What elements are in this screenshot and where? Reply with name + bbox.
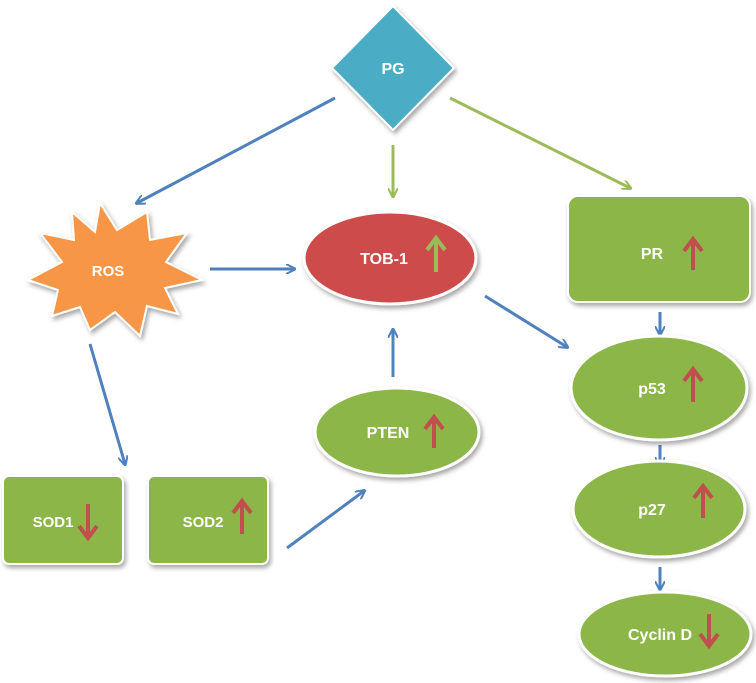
down-arrow-icon xyxy=(77,504,99,542)
up-arrow-icon xyxy=(423,413,445,448)
node-tob1-label: TOB-1 xyxy=(360,251,408,268)
node-pten: PTEN xyxy=(313,386,481,478)
up-arrow-icon xyxy=(425,234,447,272)
node-ros: ROS xyxy=(25,200,205,338)
node-pten-label: PTEN xyxy=(367,425,410,442)
up-arrow-icon xyxy=(231,497,253,534)
edges xyxy=(88,96,660,589)
edge-sod2-pten xyxy=(286,491,364,550)
node-cyclin-d: Cyclin D xyxy=(577,590,753,678)
edge-ros-sod1 xyxy=(88,343,125,464)
node-ros-label: ROS xyxy=(92,263,125,280)
up-arrow-icon xyxy=(692,482,714,518)
node-cyclin-d-label: Cyclin D xyxy=(628,627,692,644)
up-arrow-icon xyxy=(682,235,704,270)
node-sod1-label: SOD1 xyxy=(33,514,74,531)
node-sod2: SOD2 xyxy=(147,475,269,565)
edge-pg-pr xyxy=(449,96,630,188)
edge-pg-ros xyxy=(137,96,336,203)
node-sod2-label: SOD2 xyxy=(183,514,224,531)
node-pg-label: PG xyxy=(381,61,404,78)
down-arrow-icon xyxy=(698,614,720,650)
node-sod1: SOD1 xyxy=(2,475,124,565)
node-p27: p27 xyxy=(571,459,747,559)
node-pr-label: PR xyxy=(641,246,664,263)
ros-burst-shape xyxy=(25,200,205,338)
edge-tob1-p53 xyxy=(484,294,567,347)
node-tob1: TOB-1 xyxy=(302,210,478,306)
node-pg: PG xyxy=(330,4,456,132)
node-p53-label: p53 xyxy=(638,381,666,398)
up-arrow-icon xyxy=(682,365,704,402)
node-p27-label: p27 xyxy=(638,502,666,519)
node-p53: p53 xyxy=(569,334,749,442)
node-pr: PR xyxy=(567,195,751,303)
